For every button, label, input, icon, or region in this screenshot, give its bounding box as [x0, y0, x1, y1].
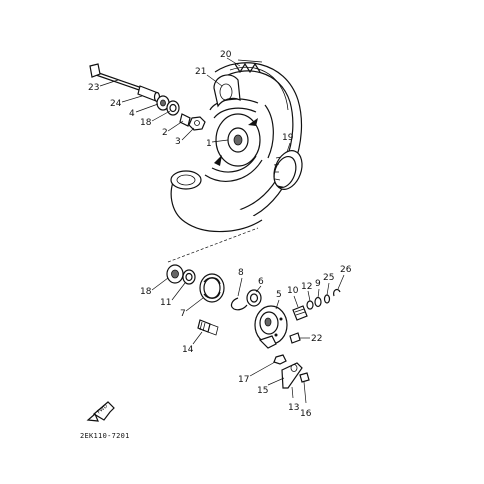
diagram-code: 2EK110-7201 [80, 432, 130, 440]
callout-3: 3 [175, 137, 181, 147]
callout-19: 19 [282, 133, 294, 143]
callout-8: 8 [238, 268, 244, 278]
callout-25: 25 [323, 273, 334, 283]
oil-seal-right [182, 269, 196, 285]
callout-7: 7 [180, 309, 186, 319]
callout-26: 26 [340, 265, 352, 275]
alignment-line [167, 227, 259, 263]
callout-24: 24 [110, 99, 122, 109]
callout-15: 15 [257, 386, 268, 396]
axle-nut [188, 116, 206, 131]
tire-tread [234, 59, 263, 74]
circlip [333, 288, 341, 297]
callout-1: 1 [206, 139, 212, 149]
wear-indicator [289, 332, 301, 344]
camshaft-lever-bolt [273, 354, 287, 365]
speedometer-drive [197, 319, 219, 336]
callout-10: 10 [287, 286, 299, 296]
callouts: 20 21 23 24 4 18 2 3 1 19 18 11 [88, 50, 352, 419]
callout-2: 2 [162, 128, 168, 138]
cam-seal [314, 296, 322, 308]
camshaft-lever [281, 362, 303, 389]
brake-seal [246, 289, 262, 307]
lever-nut [299, 372, 310, 383]
callout-21: 21 [195, 67, 206, 77]
callout-20: 20 [220, 50, 232, 60]
callout-18-lower: 18 [140, 287, 152, 297]
cam-washer [306, 300, 314, 310]
callout-13: 13 [288, 403, 299, 413]
brake-assembly [166, 264, 341, 389]
tire-tube [213, 74, 241, 108]
callout-11: 11 [160, 298, 171, 308]
callout-12: 12 [301, 282, 312, 292]
brake-spring [230, 297, 248, 311]
brake-camshaft [292, 305, 308, 321]
callout-22: 22 [311, 334, 322, 344]
collar [137, 85, 161, 103]
bearing-right [166, 264, 184, 284]
callout-14: 14 [182, 345, 194, 355]
spacer [179, 113, 191, 127]
callout-9: 9 [315, 279, 321, 289]
callout-4: 4 [129, 109, 135, 119]
callout-23: 23 [88, 83, 99, 93]
oil-seal-left [166, 100, 180, 116]
forward-direction-arrow: FWD [86, 401, 115, 422]
callout-6: 6 [258, 277, 264, 287]
rim-strip [273, 150, 303, 190]
brake-shoe-plate [254, 305, 288, 349]
cam-ring [323, 294, 331, 304]
callout-17: 17 [238, 375, 249, 385]
bearing-left [156, 95, 170, 111]
callout-5: 5 [276, 290, 282, 300]
callout-16: 16 [300, 409, 312, 419]
wheel-rim [170, 62, 303, 233]
brake-shoes [199, 273, 225, 303]
callout-18-upper: 18 [140, 118, 152, 128]
front-wheel-assembly [89, 59, 303, 233]
